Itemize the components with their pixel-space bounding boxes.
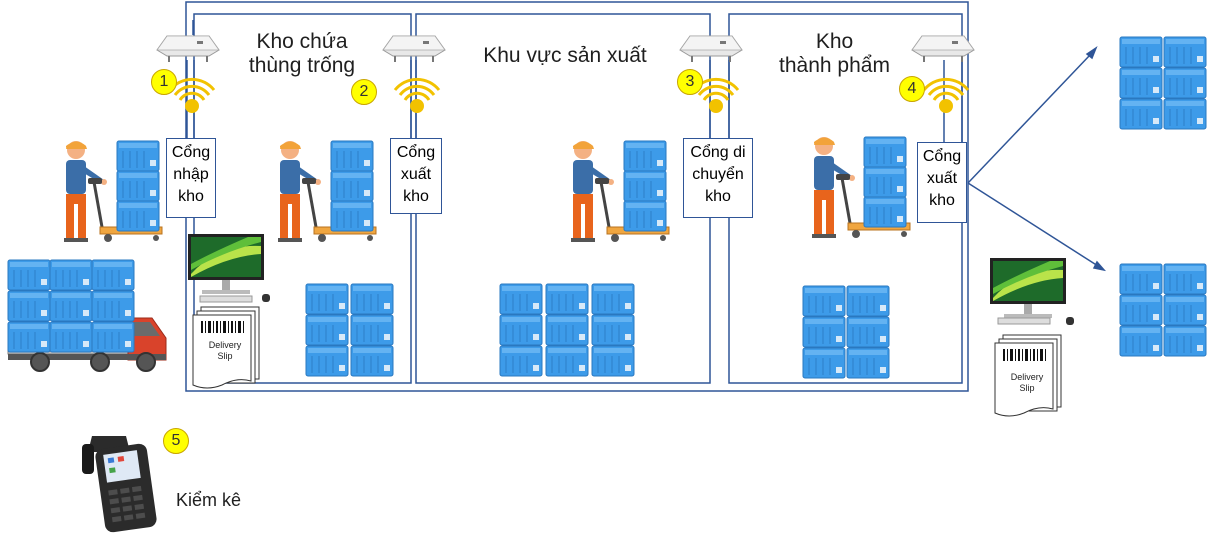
zone-finished-goods-line1: Kho bbox=[815, 30, 854, 53]
gate-3-line1: Cổng di bbox=[690, 144, 746, 161]
handheld-scanner-icon bbox=[82, 436, 157, 533]
worker-group-4 bbox=[812, 136, 912, 240]
box-stack-outbound-bottom bbox=[1119, 263, 1207, 357]
gate-2-line2: xuất bbox=[400, 166, 432, 183]
zone-production-label: Khu vực sản xuất bbox=[483, 44, 647, 67]
gate-3-line2: chuyển bbox=[692, 166, 744, 183]
gate-2-line3: kho bbox=[403, 188, 429, 205]
zone-empty-storage-line2: thùng trống bbox=[248, 54, 356, 78]
slip-1-line1: Delivery bbox=[209, 340, 242, 350]
inventory-number-badge: 5 bbox=[163, 428, 189, 454]
rfid-reader-1 bbox=[156, 35, 220, 63]
gate-2-outbound: Cổng xuất kho bbox=[390, 138, 442, 214]
gate-4-line2: xuất bbox=[926, 170, 958, 187]
gate-4-line3: kho bbox=[929, 192, 955, 209]
computer-monitor-1 bbox=[188, 234, 270, 303]
slip-2-line1: Delivery bbox=[1011, 372, 1044, 382]
rfid-reader-4 bbox=[911, 35, 975, 63]
slip-2-line2: Slip bbox=[1019, 383, 1034, 393]
gate-1-inbound: Cổng nhập kho bbox=[166, 138, 216, 218]
zone-empty-storage-line1: Kho chứa bbox=[256, 30, 348, 53]
gate-1-line2: nhập bbox=[173, 166, 209, 183]
gate-1-number-badge: 1 bbox=[151, 69, 177, 95]
rfid-signal-icon-2 bbox=[393, 77, 441, 115]
zone-empty-storage-label: Kho chứa thùng trống bbox=[232, 30, 372, 78]
gate-1-line3: kho bbox=[178, 188, 204, 205]
zone-finished-goods-label: Kho thành phẩm bbox=[762, 30, 907, 78]
slip-1-line2: Slip bbox=[217, 351, 232, 361]
box-stack-outbound-top bbox=[1119, 36, 1207, 130]
gate-4-outbound: Cổng xuất kho bbox=[917, 142, 967, 223]
worker-group-2 bbox=[278, 140, 378, 244]
box-stack-empty-storage bbox=[305, 283, 394, 377]
gate-3-transfer: Cổng di chuyển kho bbox=[683, 138, 753, 218]
rfid-reader-3 bbox=[679, 35, 743, 63]
worker-group-1 bbox=[64, 140, 164, 244]
gate-4-line1: Cổng bbox=[922, 148, 962, 165]
gate-2-number-badge: 2 bbox=[351, 79, 377, 105]
gate-4-number-badge: 4 bbox=[899, 76, 925, 102]
zone-finished-goods-line2: thành phẩm bbox=[779, 54, 890, 78]
gate-3-number-badge: 3 bbox=[677, 69, 703, 95]
box-stack-finished-goods bbox=[802, 285, 890, 379]
gate-3-line3: kho bbox=[705, 188, 731, 205]
outbound-arrows bbox=[967, 46, 1107, 272]
delivery-truck bbox=[7, 259, 167, 372]
box-stack-production bbox=[499, 283, 635, 377]
inventory-label: Kiểm kê bbox=[176, 490, 242, 510]
rfid-reader-2 bbox=[382, 35, 446, 63]
gate-1-line1: Cổng bbox=[171, 144, 211, 161]
gate-2-line1: Cổng bbox=[396, 144, 436, 161]
computer-monitor-2 bbox=[990, 258, 1074, 325]
worker-group-3 bbox=[571, 140, 671, 244]
